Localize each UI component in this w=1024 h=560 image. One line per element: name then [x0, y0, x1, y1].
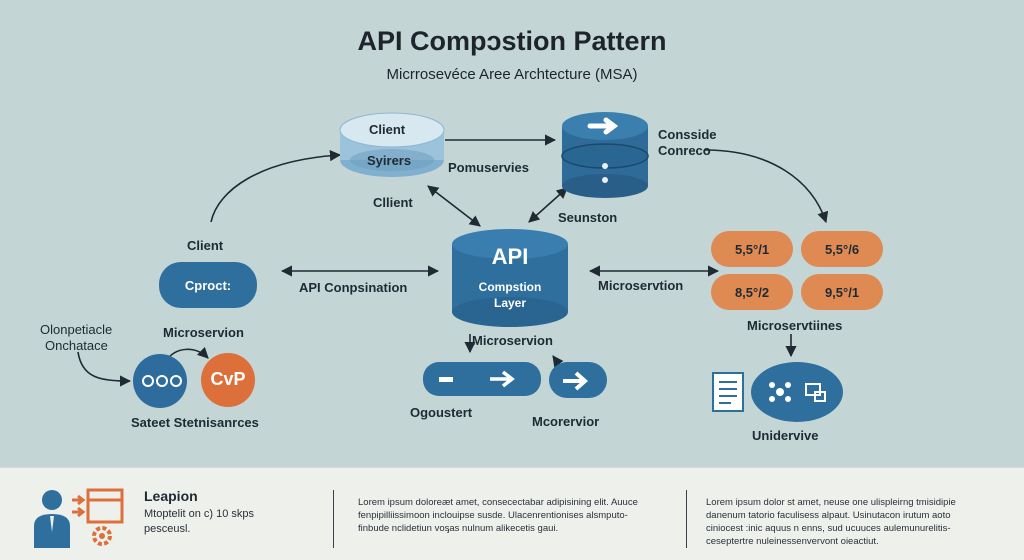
- left-microservion-label: Microservion: [163, 325, 244, 340]
- arrow-top-api: [427, 185, 481, 227]
- footer-column-2: Lorem ipsum doloreæt amet, consecectabar…: [358, 496, 668, 535]
- api-layer-cylinder[interactable]: [452, 229, 568, 327]
- footer-divider-2: [686, 490, 687, 548]
- cvp-label: CvP: [210, 369, 246, 389]
- mcorervior-label: Mcorervior: [532, 414, 600, 429]
- footer-col2-line3: finbude nclidetiun voᶊas nulnum alikecet…: [358, 523, 559, 534]
- api-layer-line2: Compstion: [478, 280, 542, 294]
- arrow-db-api: [528, 187, 568, 223]
- api-layer-line3: Layer: [493, 296, 527, 310]
- diagram-title: API Compɔstion Pattern: [357, 26, 667, 56]
- center-microservion-label: Microservion: [472, 333, 553, 348]
- database-cylinder[interactable]: [561, 112, 649, 198]
- cvp-circle[interactable]: [201, 353, 255, 407]
- left-service-pill-shape[interactable]: [159, 262, 257, 308]
- top-cylinder-bottom-label: Syirers: [367, 153, 412, 168]
- seunston-label: Seunston: [558, 210, 618, 225]
- footer: Leapion Mtoptelit on c) 10 skps pesceusl…: [0, 467, 1024, 560]
- footer-heading: Leapion: [144, 488, 198, 504]
- orchestrator-label-line2: Onchatace: [45, 338, 108, 353]
- left-client-label: Client: [187, 238, 224, 253]
- top-cylinder[interactable]: [339, 112, 445, 177]
- footer-col2-line2: fenpipilliissimoon inclouipse susde. Ula…: [358, 510, 628, 521]
- arrow-left-client-to-top: [210, 150, 342, 223]
- footer-subtext-line2: pesceusl.: [144, 523, 191, 535]
- footer-col3-line1: Lorem ipsum dolor st amet, neuse one uli…: [706, 497, 956, 508]
- orchestrator-label-line1: Olonpetiacle: [40, 322, 113, 337]
- client-near-top-label: Cllient: [373, 195, 413, 210]
- db-label-line2: Conreco: [658, 143, 711, 158]
- document-icon: [712, 372, 744, 412]
- footer-subtext-line1: Mtoptelit on c) 10 skps: [144, 508, 255, 520]
- db-label-line1: Consside: [658, 127, 717, 142]
- sateet-label: Sateet Stetnisanrces: [131, 415, 259, 430]
- microservice-pill-2[interactable]: 5,5°/6: [801, 231, 883, 267]
- architecture-diagram: [77, 112, 843, 422]
- user-workflow-icon: [34, 488, 124, 548]
- microservice-pill-3[interactable]: 8,5°/2: [711, 274, 793, 310]
- footer-col2-line1: Lorem ipsum doloreæt amet, consecectabar…: [358, 497, 638, 508]
- footer-column-3: Lorem ipsum dolor st amet, neuse one uli…: [706, 496, 1006, 548]
- top-cylinder-side-label: Pomuservies: [448, 160, 529, 175]
- diagram-subtitle: Micrrosevéce Aree Archtecture (MSA): [386, 66, 638, 83]
- microservice-pill-1[interactable]: 5,5°/1: [711, 231, 793, 267]
- microservtiines-label: Microservtiines: [747, 318, 843, 333]
- network-ellipse[interactable]: [751, 362, 843, 422]
- left-service-pill-label: Cprοct:: [184, 278, 232, 293]
- arrow-orchestrator: [77, 351, 132, 387]
- api-layer-title: API: [491, 244, 529, 269]
- gear-circle[interactable]: [133, 354, 187, 408]
- api-composition-link-label: API Conpsination: [299, 280, 408, 295]
- footer-divider-1: [333, 490, 334, 548]
- footer-col3-line3: ciniocest :inic aquus n enns, sud ucuuce…: [706, 523, 951, 534]
- microservice-pill-4[interactable]: 9,5°/1: [801, 274, 883, 310]
- arrow-box-left[interactable]: [423, 362, 541, 396]
- footer-col3-line4: ceseptertre nuleinessenvervont oieactiut…: [706, 536, 879, 547]
- microservtion-link-label: Microservtion: [598, 278, 684, 293]
- top-cylinder-top-label: Client: [369, 122, 406, 137]
- arrow-db-to-microservices: [704, 149, 829, 224]
- arrow-box-right[interactable]: [549, 362, 607, 398]
- unidervive-label: Unidervive: [752, 428, 819, 443]
- ogoustert-label: Ogoustert: [410, 405, 473, 420]
- footer-col3-line2: danenum tatorio faculisess alpaut. Usinu…: [706, 510, 951, 521]
